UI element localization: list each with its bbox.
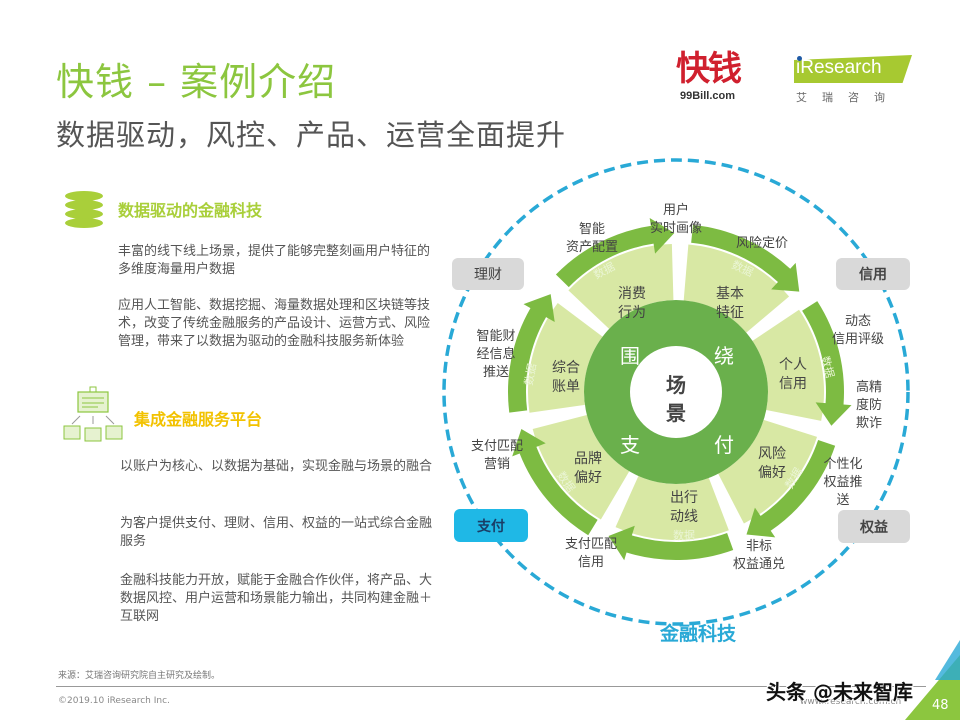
quadrant-zhifu[interactable]: 支付: [454, 509, 528, 542]
segment-wedge: [615, 475, 729, 540]
arrow-data-label: 数据: [521, 362, 539, 386]
outer-label: 风险定价: [736, 236, 788, 251]
segment-label: 特征: [716, 305, 744, 321]
data-flow-arrow: [555, 217, 675, 288]
segment-ring: [528, 244, 825, 540]
footer-copyright: ©2019.10 iResearch Inc.: [58, 696, 170, 706]
segment-label: 消费: [618, 286, 646, 302]
section-title-integrated-platform: 集成金融服务平台: [134, 410, 263, 429]
outer-label: 支付匹配: [471, 439, 523, 454]
outer-label: 推送: [483, 365, 509, 380]
segment-wedge: [568, 244, 674, 329]
segment-label: 偏好: [758, 465, 786, 481]
data-flow-arrow: [512, 429, 598, 536]
outer-label: 动态: [845, 314, 871, 329]
outer-label: 高精: [856, 379, 882, 395]
outer-label: 个性化: [823, 457, 862, 472]
section-paragraph: 以账户为核心、以数据为基础，实现金融与场景的融合: [120, 459, 433, 474]
outer-label: 权益推: [823, 474, 862, 490]
ring-char: 支: [620, 433, 640, 457]
iresearch-logo-cn: 艾瑞咨询: [796, 91, 900, 104]
scenario-center: [630, 346, 722, 438]
kuaiqian-logo-domain: 99Bill.com: [680, 90, 736, 102]
outer-label: 智能财: [476, 329, 515, 344]
outer-label: 送: [836, 493, 849, 508]
quadrant-quanyi[interactable]: 权益: [838, 510, 910, 543]
fintech-dashed-circle: [442, 158, 910, 626]
arrow-data-label: 数据: [818, 355, 837, 380]
data-flow-arrow: [746, 439, 836, 538]
ring-char: 付: [714, 433, 734, 457]
segment-label: 信用: [779, 376, 807, 392]
arrow-data-label: 数据: [673, 528, 695, 542]
outer-label: 权益通兑: [733, 556, 785, 572]
segment-label: 行为: [618, 305, 646, 321]
outer-label: 实时画像: [650, 221, 702, 236]
data-flow-arrow: [691, 224, 800, 292]
segment-wedge: [528, 302, 603, 413]
segment-wedge: [752, 309, 825, 421]
section-paragraph: 应用人工智能、数据挖掘、海量数据处理和区块链等技术，改变了传统金融服务的产品设计…: [118, 298, 431, 349]
outer-label: 经信息: [476, 346, 515, 362]
iresearch-logo-dot: [797, 56, 802, 61]
page-number: 48: [932, 698, 949, 713]
segment-label: 个人: [779, 357, 807, 373]
segment-label: 账单: [552, 379, 580, 395]
iresearch-logo: iResearch 艾瑞咨询: [794, 55, 912, 107]
segment-label: 偏好: [574, 470, 602, 486]
outer-label: 营销: [484, 457, 510, 472]
center-char: 场: [666, 373, 686, 397]
iresearch-logo-bar: [794, 55, 912, 83]
iresearch-logo-name: iResearch: [796, 57, 882, 78]
data-arrow-ring: [507, 217, 852, 561]
quadrant-licai[interactable]: 理财: [452, 258, 524, 290]
segment-label: 综合: [552, 360, 580, 376]
outer-label: 用户: [663, 202, 689, 218]
segment-label: 基本: [716, 285, 744, 302]
quadrant-label: 信用: [859, 266, 887, 283]
outer-label: 信用: [578, 555, 604, 570]
kuaiqian-logo: 快钱 99Bill.com: [676, 50, 780, 110]
page-title: 快钱 – 案例介绍: [56, 60, 337, 104]
quadrant-label: 支付: [476, 518, 505, 535]
segment-wedge: [718, 419, 818, 524]
outer-label: 非标: [746, 539, 772, 554]
section-title-data-driven: 数据驱动的金融科技: [118, 201, 263, 220]
diagram-caption: 金融科技: [659, 622, 737, 645]
section-paragraph: 丰富的线下线上场景，提供了能够完整刻画用户特征的多维度海量用户数据: [118, 244, 431, 277]
outer-label: 资产配置: [566, 240, 618, 255]
outer-label: 支付匹配: [565, 537, 617, 552]
data-flow-arrow: [507, 294, 555, 413]
database-icon: [62, 190, 106, 234]
quadrant-xinyong[interactable]: 信用: [836, 258, 910, 290]
footer-url[interactable]: www.iresearch.com.cn: [800, 697, 902, 707]
footer-source: 来源：艾瑞咨询研究院自主研究及绘制。: [58, 671, 221, 681]
segment-label: 风险: [758, 446, 786, 462]
outer-label: 智能: [579, 222, 605, 237]
ring-char: 围: [620, 344, 640, 368]
outer-label: 信用评级: [832, 332, 884, 347]
segment-label: 品牌: [574, 450, 602, 467]
segment-wedge: [683, 244, 790, 333]
ring-char: 绕: [714, 344, 734, 368]
watermark: 头条 @未来智库: [766, 680, 913, 704]
kuaiqian-logo-name: 快钱: [676, 49, 742, 89]
quadrant-label: 权益: [859, 519, 888, 536]
outer-label: 度防: [856, 397, 882, 413]
corner-decoration-blue: [935, 640, 960, 680]
center-char: 景: [666, 401, 686, 425]
footer-divider: [56, 686, 926, 687]
segment-wedge: [532, 414, 630, 520]
section-paragraph: 为客户提供支付、理财、信用、权益的一站式综合金融服务: [120, 516, 433, 549]
segment-label: 动线: [670, 509, 698, 525]
platform-hierarchy-icon: [62, 386, 124, 448]
outer-label: 欺诈: [856, 416, 882, 431]
data-flow-arrow: [802, 301, 852, 426]
data-flow-arrow: [608, 525, 734, 561]
page-subtitle: 数据驱动，风控、产品、运营全面提升: [56, 118, 567, 152]
quadrant-label: 理财: [474, 267, 502, 283]
section-paragraph: 金融科技能力开放，赋能于金融合作伙伴，将产品、大数据风控、用户运营和场景能力输出…: [120, 573, 433, 624]
segment-label: 出行: [670, 490, 698, 506]
